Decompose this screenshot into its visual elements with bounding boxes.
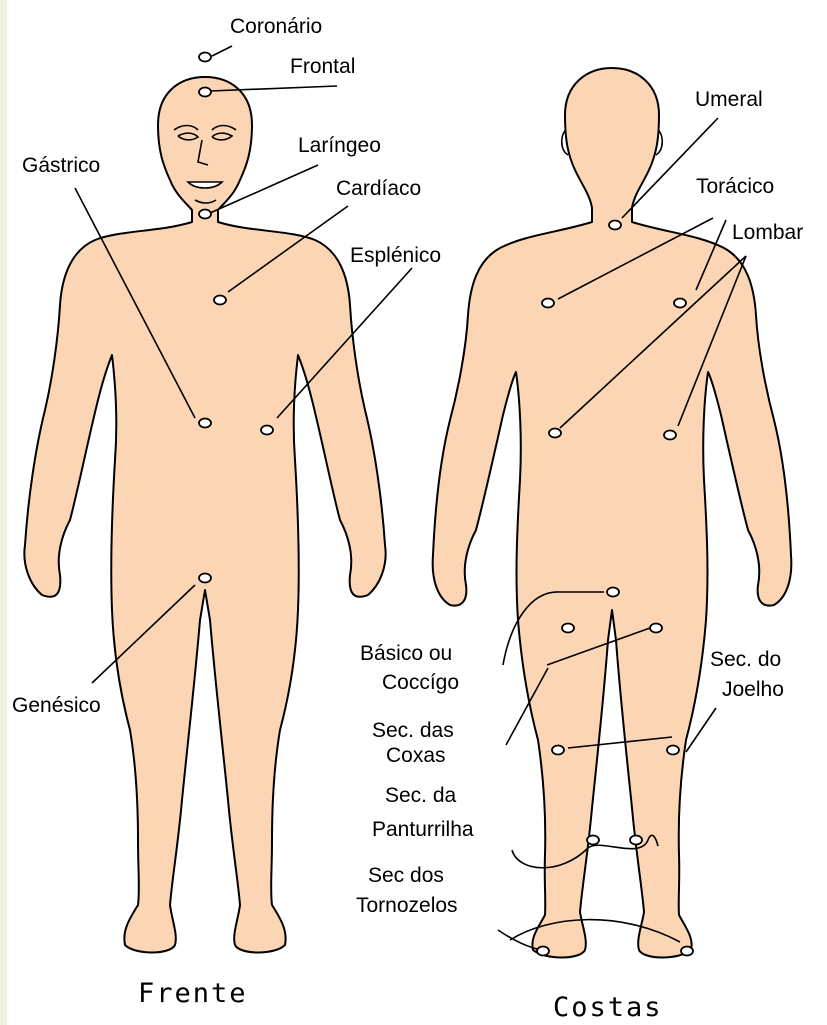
back-figure bbox=[433, 68, 792, 958]
label-coronario: Coronário bbox=[230, 15, 322, 38]
point-joelho-left bbox=[552, 746, 564, 755]
label-panturrilha-line2: Panturrilha bbox=[372, 818, 474, 841]
front-figure bbox=[24, 77, 385, 953]
point-lombar-right bbox=[664, 431, 676, 440]
point-coxa-left bbox=[562, 624, 574, 633]
point-frontal bbox=[199, 88, 211, 97]
label-tornozelos-line1: Sec dos bbox=[368, 864, 444, 887]
point-umeral bbox=[609, 221, 621, 230]
label-joelho-line2: Joelho bbox=[722, 678, 784, 701]
label-panturrilha-line1: Sec. da bbox=[385, 784, 457, 807]
point-coxa-right bbox=[650, 624, 662, 633]
label-laringeo: Laríngeo bbox=[298, 134, 381, 157]
label-cardiaco: Cardíaco bbox=[336, 177, 421, 200]
label-joelho-line1: Sec. do bbox=[710, 648, 781, 671]
point-toracico-left bbox=[542, 299, 554, 308]
point-basico bbox=[607, 588, 619, 597]
point-esplenico bbox=[261, 426, 273, 435]
back-body-outline bbox=[433, 68, 792, 958]
label-esplenico: Esplénico bbox=[350, 244, 441, 267]
point-tornozelo-left bbox=[537, 947, 549, 956]
label-frontal: Frontal bbox=[290, 55, 355, 78]
label-tornozelos-line2: Tornozelos bbox=[356, 894, 458, 917]
front-body-outline bbox=[24, 77, 385, 953]
label-umeral: Umeral bbox=[695, 88, 763, 111]
label-coxas-line1: Sec. das bbox=[372, 719, 454, 742]
point-toracico-right bbox=[674, 299, 686, 308]
label-genesico: Genésico bbox=[12, 694, 101, 717]
point-genesico bbox=[199, 574, 211, 583]
point-panturrilha-left bbox=[587, 836, 599, 845]
caption-costas: Costas bbox=[553, 992, 663, 1023]
edge-strip bbox=[0, 0, 7, 1025]
label-basico-line2: Coccígo bbox=[382, 671, 459, 694]
label-gastrico: Gástrico bbox=[22, 154, 100, 177]
point-panturrilha-right bbox=[630, 836, 642, 845]
point-joelho-right bbox=[667, 746, 679, 755]
caption-frente: Frente bbox=[138, 978, 248, 1009]
point-laringeo bbox=[199, 210, 211, 219]
label-toracico: Torácico bbox=[696, 175, 774, 198]
leader-coronario bbox=[212, 46, 232, 56]
point-cardiaco bbox=[214, 296, 226, 305]
point-lombar-left bbox=[549, 429, 561, 438]
point-coronario bbox=[199, 53, 211, 62]
label-coxas-line2: Coxas bbox=[386, 744, 446, 767]
point-gastrico bbox=[199, 419, 211, 428]
label-basico-line1: Básico ou bbox=[360, 642, 452, 665]
label-lombar: Lombar bbox=[732, 221, 803, 244]
point-tornozelo-right bbox=[681, 947, 693, 956]
